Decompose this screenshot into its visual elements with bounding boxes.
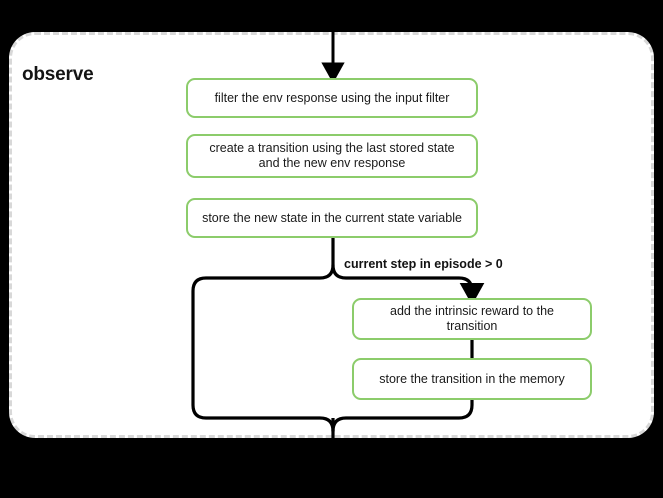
node-filter-env-response[interactable]: filter the env response using the input … <box>186 78 478 118</box>
edge-label-current-step-condition: current step in episode > 0 <box>344 257 503 271</box>
node-store-transition-memory[interactable]: store the transition in the memory <box>352 358 592 400</box>
observe-group-title: observe <box>22 64 94 85</box>
node-store-new-state[interactable]: store the new state in the current state… <box>186 198 478 238</box>
node-create-transition[interactable]: create a transition using the last store… <box>186 134 478 178</box>
node-add-intrinsic-reward[interactable]: add the intrinsic reward to the transiti… <box>352 298 592 340</box>
